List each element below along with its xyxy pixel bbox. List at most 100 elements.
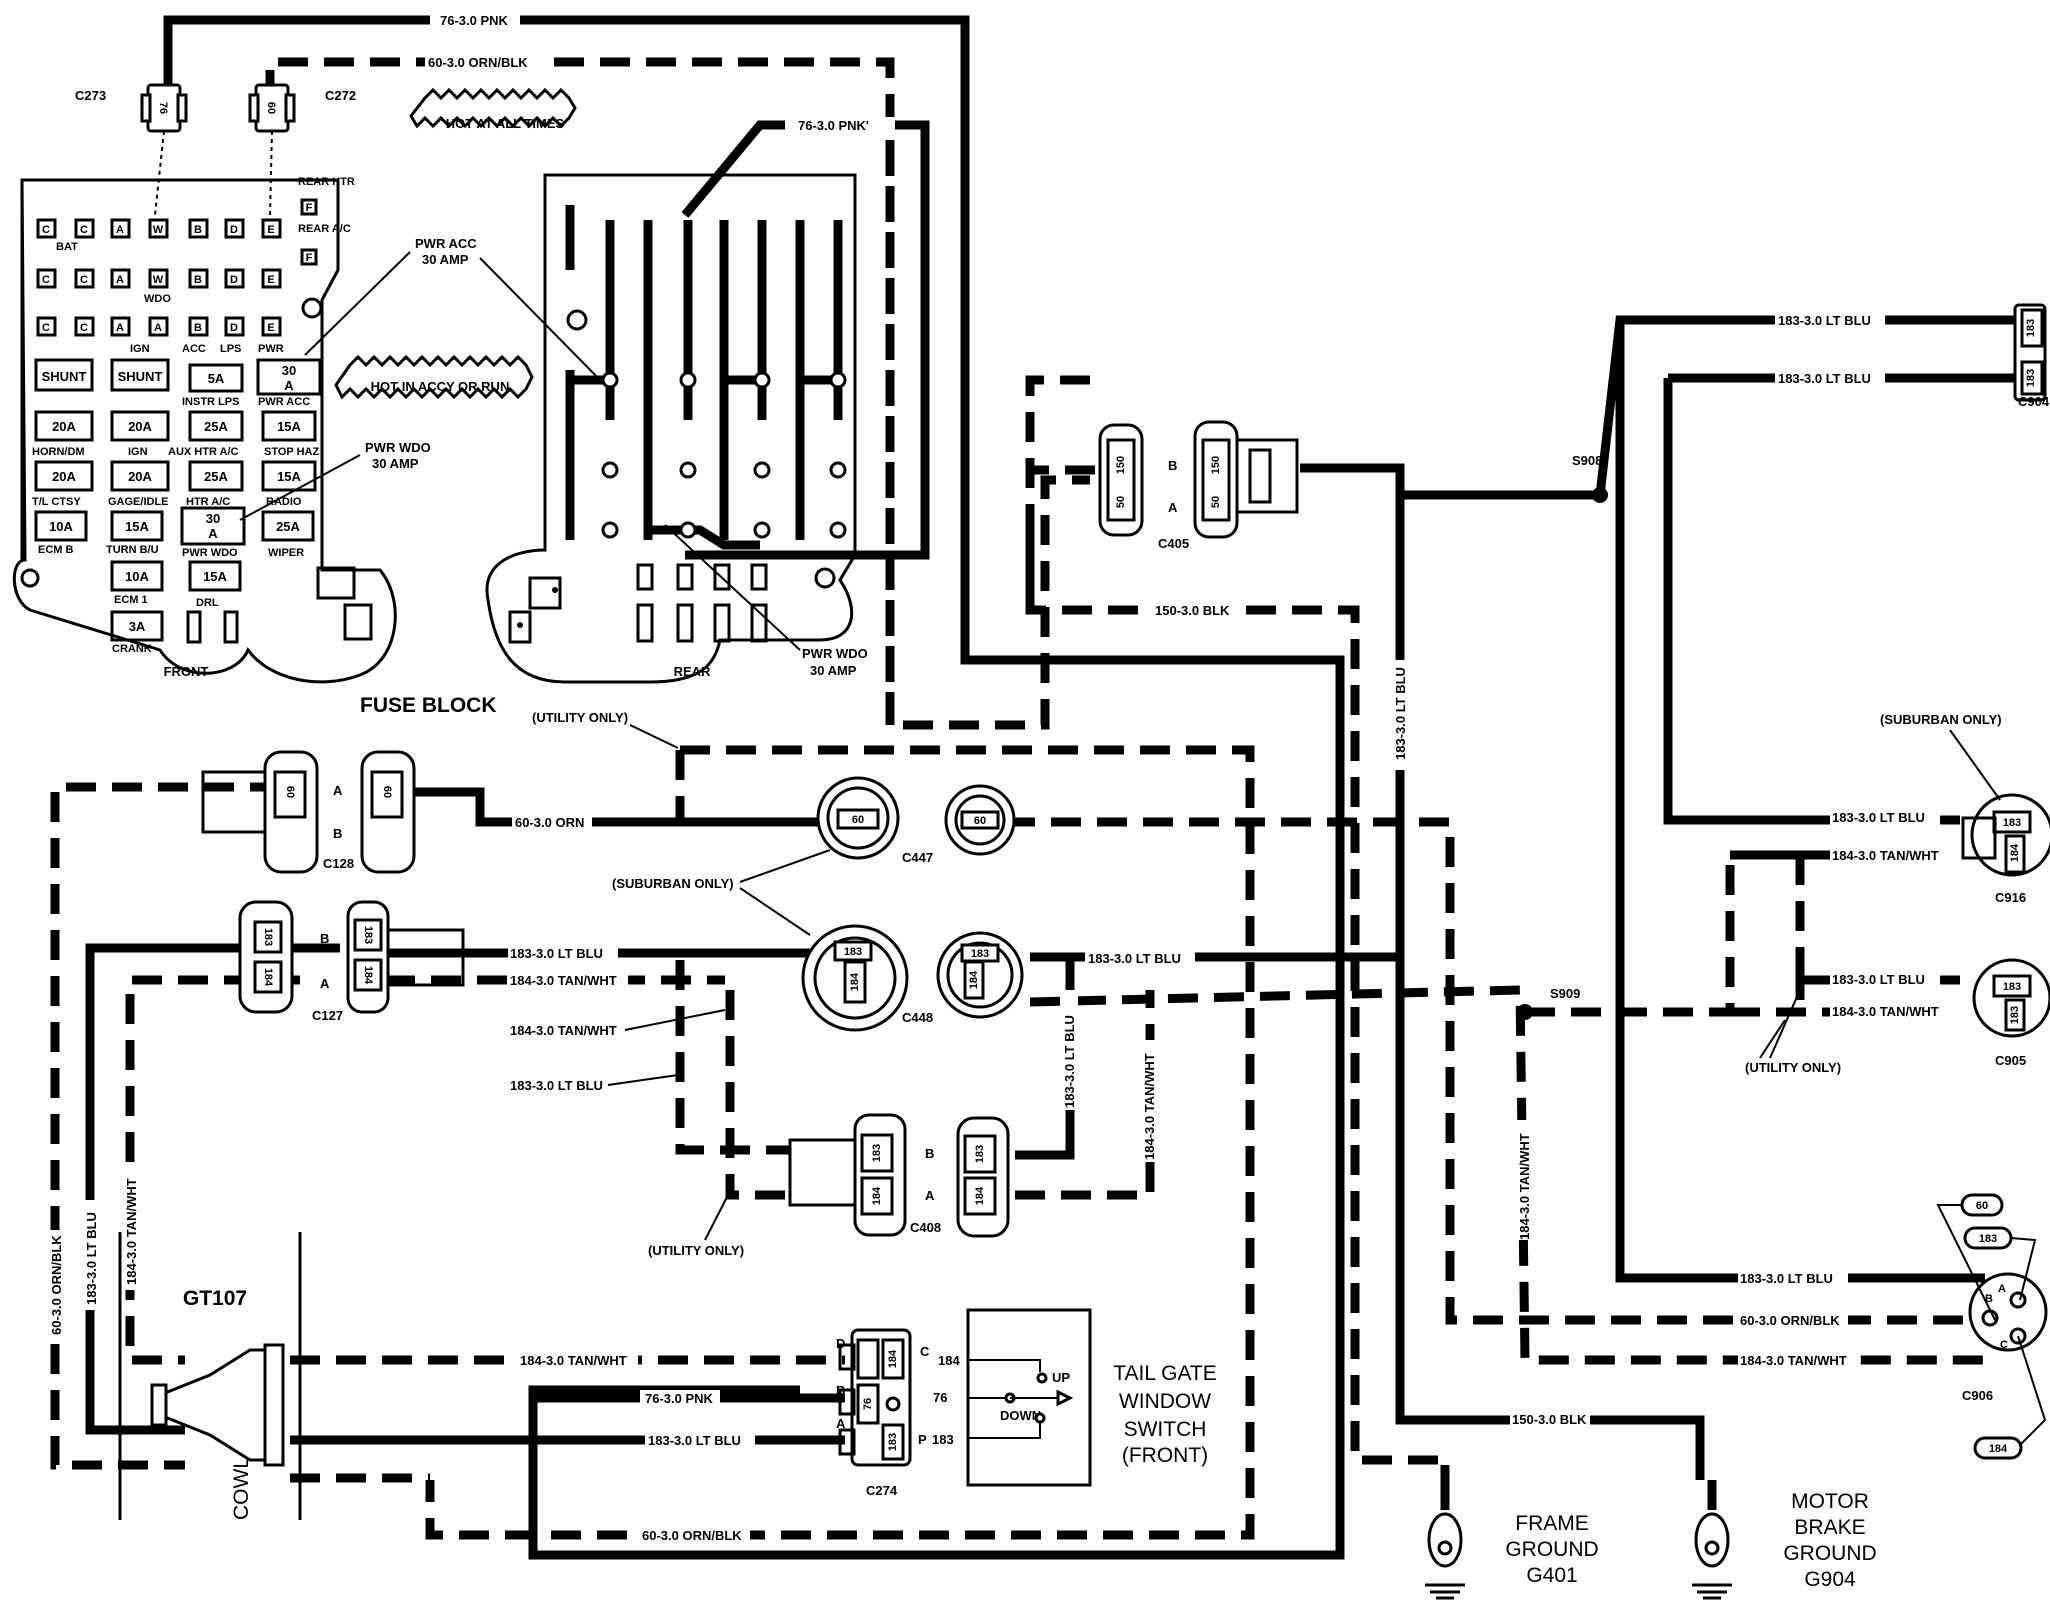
pwr-acc-amp: 30 AMP [422, 252, 469, 267]
svg-text:60: 60 [974, 815, 986, 827]
connector-c127: 183 184 183 184 B A C127 [238, 900, 465, 1023]
wire-label-183-top2: 183-3.0 LT BLU [1778, 371, 1871, 386]
svg-text:20A: 20A [128, 419, 152, 434]
wire-label-76-rear: 76-3.0 PNK' [798, 118, 869, 133]
wire-label-60-top: 60-3.0 ORN/BLK [428, 55, 528, 70]
fuse-row-6: 20A 20A 25A 15A T/L CTSY GAGE/IDLE HTR A… [32, 460, 317, 508]
wire-label-184-c906: 184-3.0 TAN/WHT [1740, 1353, 1847, 1368]
wire-label-184-vert2: 184-3.0 TAN/WHT [1142, 1053, 1157, 1160]
svg-text:10A: 10A [125, 569, 149, 584]
svg-text:UP: UP [1052, 1370, 1070, 1385]
front-label: FRONT [164, 664, 209, 679]
svg-text:A: A [333, 783, 343, 798]
wire-label-150: 150-3.0 BLK [1155, 603, 1230, 618]
svg-text:A: A [284, 378, 294, 393]
c916-label: C916 [1995, 890, 2026, 905]
svg-text:183: 183 [971, 948, 989, 960]
svg-text:D: D [836, 1336, 845, 1351]
svg-text:C: C [2000, 1339, 2008, 1351]
wire-183-top-1 [1595, 315, 2015, 496]
connector-c916: 183 184 C916 [1961, 793, 2050, 905]
svg-text:A: A [116, 274, 124, 286]
svg-text:D: D [230, 274, 238, 286]
svg-text:STOP HAZ: STOP HAZ [264, 446, 319, 458]
svg-text:AUX HTR A/C: AUX HTR A/C [168, 446, 239, 458]
svg-text:183: 183 [1979, 1233, 1997, 1245]
svg-text:3A: 3A [129, 619, 146, 634]
svg-text:A: A [116, 224, 124, 236]
splice-s909: S909 [1517, 986, 1580, 1020]
svg-text:WIPER: WIPER [268, 547, 304, 559]
wire-label-183-v: 183-3.0 LT BLU [84, 1212, 99, 1305]
cowl-label: COWL [230, 1457, 253, 1520]
svg-text:184: 184 [887, 1349, 899, 1368]
wire-183-left [85, 943, 340, 1435]
c906-label: C906 [1962, 1388, 1993, 1403]
svg-text:DOWN: DOWN [1000, 1408, 1041, 1423]
svg-text:183: 183 [844, 946, 862, 958]
connector-c128: 60 60 A B C128 [201, 750, 416, 874]
wire-label-184-c916: 184-3.0 TAN/WHT [1832, 848, 1939, 863]
svg-text:183: 183 [2003, 817, 2021, 829]
wire-183-top-branch [1615, 320, 1985, 1283]
wire-76-pnk-top [163, 15, 1345, 1560]
svg-text:60: 60 [284, 786, 296, 798]
svg-text:C: C [80, 274, 88, 286]
svg-text:F: F [306, 202, 313, 214]
wire-label-183-left: 183-3.0 LT BLU [510, 1078, 603, 1093]
suburban-only-2: (SUBURBAN ONLY) [1880, 712, 2002, 727]
svg-text:183: 183 [362, 926, 374, 944]
wire-183-c916 [1663, 378, 1960, 825]
svg-text:25A: 25A [204, 469, 228, 484]
svg-text:T/L CTSY: T/L CTSY [32, 496, 81, 508]
utility-only-1: (UTILITY ONLY) [532, 710, 628, 725]
svg-text:A: A [208, 526, 218, 541]
hot-at-all-times: HOT AT ALL TIMES [446, 116, 565, 131]
svg-text:15A: 15A [277, 469, 301, 484]
hot-in-accy-note: HOT IN ACCY OR RUN [334, 354, 534, 400]
wire-label-184-vert3: 184-3.0 TAN/WHT [1517, 1133, 1532, 1240]
svg-text:GAGE/IDLE: GAGE/IDLE [108, 496, 169, 508]
svg-text:A: A [925, 1188, 935, 1203]
wire-label-183-mid: 183-3.0 LT BLU [1088, 951, 1181, 966]
connector-c448: 183 184 183 184 C448 [801, 924, 1024, 1032]
svg-text:E: E [267, 224, 274, 236]
utility-only-2: (UTILITY ONLY) [648, 1243, 744, 1258]
connector-c904: 183 183 C904 [2013, 303, 2050, 409]
switch-title-4: (FRONT) [1122, 1444, 1208, 1467]
svg-text:A: A [836, 1416, 846, 1431]
svg-text:D: D [230, 322, 238, 334]
svg-text:HTR A/C: HTR A/C [186, 496, 230, 508]
connector-c274: 184 76 183 D B A C C274 [836, 1328, 930, 1498]
svg-text:TURN B/U: TURN B/U [106, 544, 159, 556]
fuse-row-1: C C A W B D E BAT REAR HTR F REAR A/C F [36, 176, 355, 266]
svg-text:184: 184 [2009, 843, 2021, 862]
svg-text:184: 184 [968, 970, 980, 989]
wire-label-183-c905: 183-3.0 LT BLU [1832, 972, 1925, 987]
svg-text:150: 150 [1115, 456, 1127, 474]
wire-label-184-c905: 184-3.0 TAN/WHT [1832, 1004, 1939, 1019]
svg-text:30: 30 [282, 363, 296, 378]
svg-text:D: D [230, 224, 238, 236]
c408-label: C408 [910, 1220, 941, 1235]
svg-text:50: 50 [1115, 496, 1127, 508]
pwr-wdo2-amp: 30 AMP [810, 663, 857, 678]
c128-label: C128 [323, 856, 354, 871]
wire-label-183-top1: 183-3.0 LT BLU [1778, 313, 1871, 328]
ground-g401: FRAME GROUND G401 [1425, 1470, 1599, 1600]
switch-title-3: SWITCH [1124, 1418, 1207, 1441]
connector-c408: 183 184 183 184 B A C408 [788, 1113, 1010, 1238]
c274-label: C274 [866, 1483, 898, 1498]
svg-text:183: 183 [2003, 981, 2021, 993]
svg-text:A: A [154, 322, 162, 334]
wire-60-orn-blk-top [265, 57, 1090, 730]
fuse-row-3: C C A A B D E IGN ACC LPS PWR [36, 316, 284, 355]
svg-text:G401: G401 [1526, 1564, 1577, 1587]
svg-text:E: E [267, 322, 274, 334]
svg-text:G904: G904 [1804, 1568, 1856, 1591]
fuse-row-8: 10A 15A ECM 1 DRL [110, 560, 242, 644]
svg-text:SHUNT: SHUNT [42, 369, 87, 384]
svg-text:183: 183 [2009, 1006, 2021, 1024]
svg-text:RADIO: RADIO [266, 496, 302, 508]
svg-text:20A: 20A [128, 469, 152, 484]
